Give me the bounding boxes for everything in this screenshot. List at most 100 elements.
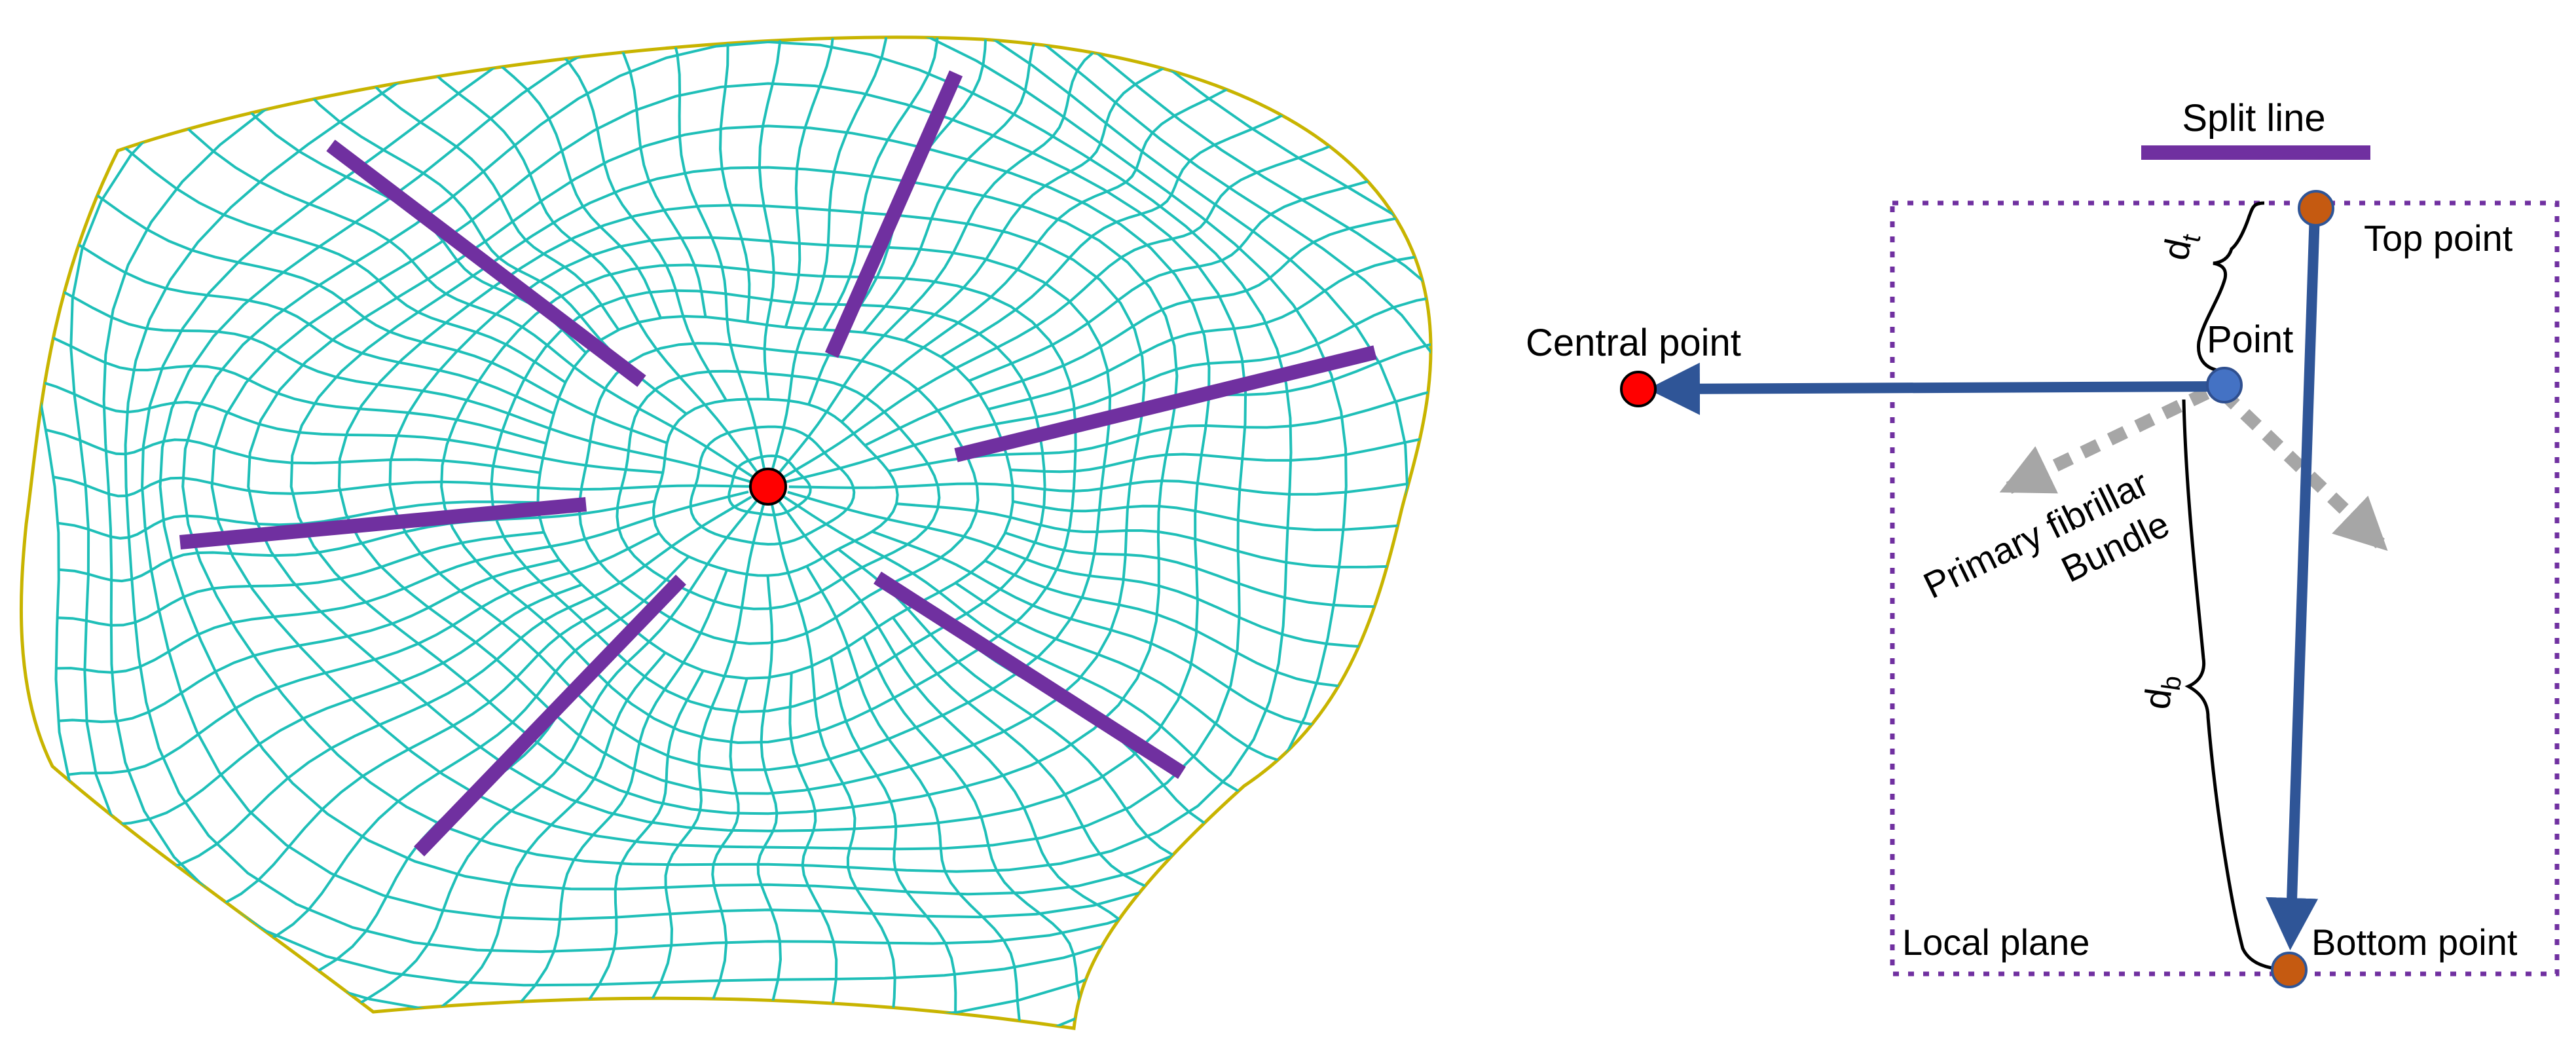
mesh-spoke [862, 636, 1086, 1016]
mesh-ring [289, 166, 1179, 815]
split-line [874, 571, 1186, 779]
top-to-bottom-arrow [2266, 212, 2320, 950]
mesh-spoke [862, 37, 1103, 333]
db-sub: b [2157, 674, 2188, 692]
mesh-spoke [788, 673, 838, 1029]
mesh-spoke [625, 37, 766, 472]
mesh-ring [210, 82, 1247, 851]
mesh-spoke [777, 37, 1156, 475]
mesh-grid [27, 37, 1431, 1029]
point-label: Point [2207, 318, 2293, 361]
mesh-spoke [770, 37, 921, 472]
mesh-spoke [840, 74, 1251, 423]
bottom-point-marker [2271, 952, 2308, 988]
mesh-spoke [117, 495, 752, 880]
split-line-label: Split line [2182, 97, 2325, 140]
mesh-spoke [968, 170, 1399, 382]
mesh-spoke [684, 678, 748, 1029]
mesh-ring [388, 236, 1112, 772]
db-brace [2182, 399, 2283, 971]
mesh-spoke [407, 652, 667, 1029]
split-line [414, 574, 686, 857]
mesh-ring [158, 37, 1348, 896]
point-to-center-arrow [1647, 362, 2222, 415]
mesh-spoke [57, 530, 544, 627]
mesh-spoke [58, 500, 538, 540]
mesh-ring [490, 289, 1046, 713]
mesh-spoke [752, 575, 782, 1029]
split-line [326, 140, 646, 387]
mesh-spoke [158, 606, 608, 924]
mesh-spoke [55, 166, 668, 445]
mesh-ring [141, 37, 1409, 921]
primary-fibrillar-label: Primary fibrillar Bundle [1917, 458, 2184, 648]
mesh-spoke [441, 37, 662, 319]
dt-brace [2196, 201, 2265, 372]
split-line [954, 345, 1377, 462]
mesh-spoke [58, 559, 560, 724]
point-marker [2206, 367, 2243, 403]
mesh-spoke [211, 555, 690, 963]
mesh-spoke [687, 37, 751, 322]
mesh-spoke [615, 499, 766, 1029]
mesh-spoke [86, 117, 566, 384]
mesh-ring [247, 124, 1211, 832]
mesh-spoke [58, 500, 655, 583]
split-line [179, 497, 587, 549]
mesh-spoke [896, 502, 1431, 607]
mesh-spoke [864, 204, 1431, 447]
fibrillar-mesh [19, 35, 1433, 1030]
fibrillar-direction-right [2218, 388, 2388, 551]
local-plane-label: Local plane [1902, 921, 2089, 963]
mesh-spoke [781, 138, 1348, 479]
mesh-spoke [1012, 500, 1431, 555]
mesh-spoke [1010, 427, 1431, 474]
mesh-spoke [805, 565, 1025, 1029]
top-point-label: Top point [2364, 217, 2513, 259]
mesh-spoke [45, 428, 541, 474]
mesh-ring [578, 342, 980, 645]
mesh-spoke [1004, 531, 1431, 655]
mesh-spoke [769, 500, 896, 1029]
mesh-spoke [564, 37, 707, 318]
mesh-spoke [829, 656, 960, 1029]
bottom-point-label: Bottom point [2311, 921, 2518, 963]
mesh-spoke [53, 475, 750, 498]
mesh-spoke [338, 498, 760, 1018]
fibrillar-direction-left [1999, 386, 2210, 494]
mesh-spoke [822, 37, 985, 331]
mesh-spoke [29, 327, 547, 445]
mesh-spoke [788, 474, 1431, 500]
local-plane-box [1890, 200, 2560, 977]
dt-label: dt [2154, 228, 2206, 265]
mesh-spoke [903, 41, 1204, 342]
mesh-center-point [749, 468, 787, 506]
mesh-ring [124, 37, 1431, 954]
mesh-ring [181, 40, 1293, 873]
mesh-ring [337, 204, 1146, 795]
mesh-spoke [67, 532, 660, 776]
mesh-spoke [86, 583, 583, 829]
db-label: db [2135, 671, 2187, 713]
mesh-spoke [505, 37, 727, 401]
mesh-spoke [784, 37, 853, 328]
mesh-spoke [56, 490, 749, 674]
split-lines [179, 70, 1377, 857]
split-line [824, 70, 963, 358]
mesh-spoke [888, 379, 1431, 473]
mesh-spoke [35, 219, 555, 415]
mesh-spoke [940, 106, 1298, 358]
mesh-spoke [785, 285, 1431, 483]
mesh-spoke [777, 498, 1142, 987]
mesh-spoke [752, 37, 784, 400]
mesh-ring [616, 369, 941, 610]
central-point-label: Central point [1526, 322, 1741, 364]
mesh-spoke [28, 274, 751, 483]
mesh-spoke [476, 569, 728, 1029]
central-point-marker [1620, 371, 1657, 407]
mesh-spoke [546, 670, 705, 1029]
mesh-ring [440, 263, 1077, 745]
mesh-outline [19, 35, 1433, 1030]
mesh-spoke [129, 73, 754, 479]
